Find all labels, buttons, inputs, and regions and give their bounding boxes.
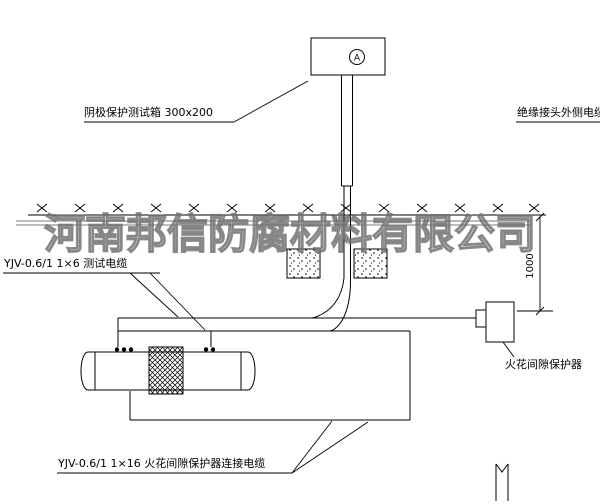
dimension-1000: 1000 bbox=[517, 212, 553, 316]
cable-connection-points bbox=[114, 347, 216, 352]
ammeter-symbol bbox=[349, 49, 365, 65]
test-box: A bbox=[310, 37, 386, 76]
cable-runs bbox=[117, 317, 476, 347]
pipe-break-symbol bbox=[495, 463, 509, 501]
right-cable-label: 绝缘接头外侧电缆 bbox=[517, 106, 600, 119]
watermark-strike-lines bbox=[16, 220, 530, 226]
bottom-cable-label: YJV-0.6/1 1×16 火花间隙保护器连接电缆 bbox=[58, 457, 266, 470]
ammeter-letter: A bbox=[354, 54, 361, 64]
conduit-riser bbox=[341, 75, 353, 278]
leader-lines bbox=[3, 80, 600, 474]
test-cables bbox=[311, 277, 352, 332]
ground-line bbox=[28, 203, 546, 216]
test-cable-label: YJV-0.6/1 1×6 测试电缆 bbox=[4, 257, 128, 270]
insulating-joint bbox=[148, 346, 184, 395]
dimension-text: 1000 bbox=[525, 253, 536, 278]
concrete-blocks bbox=[286, 248, 388, 279]
spark-gap-protector bbox=[475, 301, 515, 343]
test-box-label: 阴极保护测试箱 300x200 bbox=[84, 106, 213, 119]
spark-gap-label: 火花间隙保护器 bbox=[505, 358, 582, 371]
spark-gap-cable bbox=[129, 331, 411, 421]
